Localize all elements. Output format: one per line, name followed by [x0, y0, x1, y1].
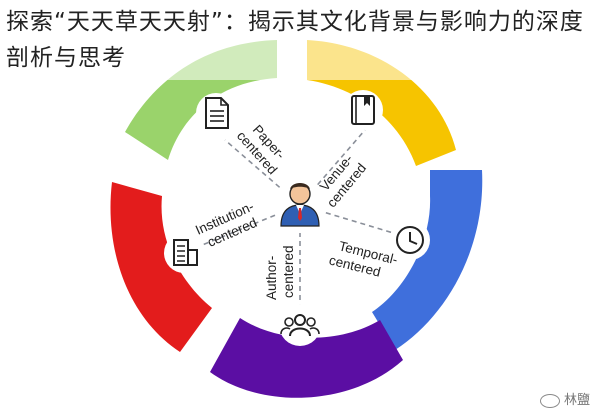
- connector-venue: [299, 129, 366, 206]
- wechat-icon: [539, 393, 560, 408]
- connector-paper: [224, 139, 301, 206]
- label-author: Author- centered: [264, 245, 296, 300]
- clock-icon: [390, 220, 430, 260]
- segment-author: [210, 318, 403, 398]
- page-headline: 探索“天天草天天射”：揭示其文化背景与影响力的深度剖析与思考: [6, 9, 584, 71]
- headline-fade-overlay: [0, 0, 600, 80]
- segment-institution: [110, 182, 212, 352]
- watermark: 林鹽: [539, 389, 590, 408]
- user-center-icon: [274, 181, 326, 233]
- building-icon: [164, 233, 204, 273]
- segment-temporal: [372, 170, 483, 350]
- watermark-text: 林鹽: [563, 393, 590, 408]
- document-icon: [196, 93, 236, 133]
- label-paper: Paper- centered: [234, 118, 292, 178]
- book-icon: [343, 90, 383, 130]
- users-icon: [279, 304, 321, 346]
